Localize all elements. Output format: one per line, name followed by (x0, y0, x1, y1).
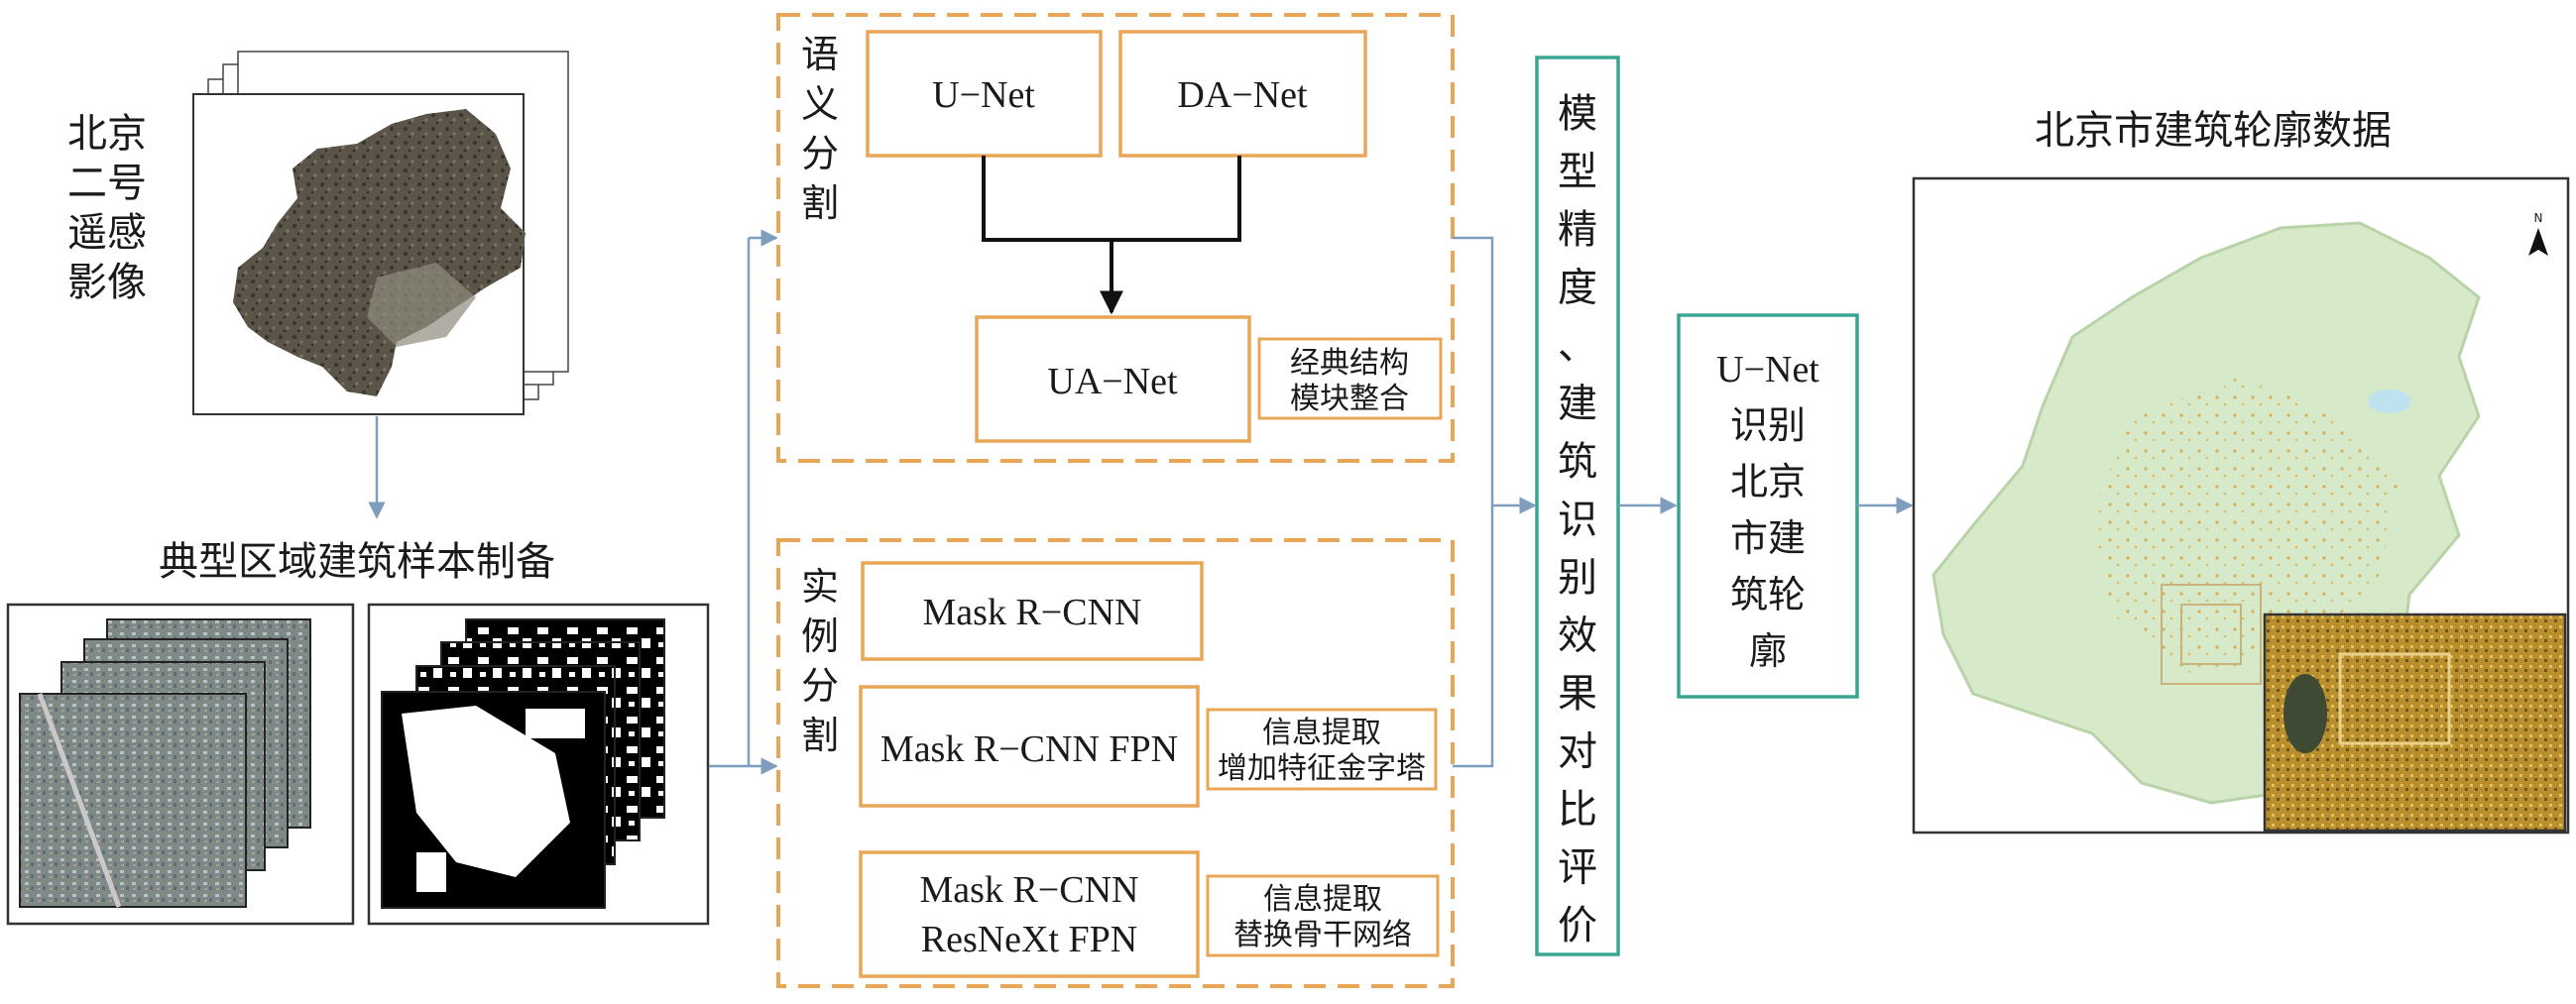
mask-rcnn-resnext-box: Mask R−CNN ResNeXt FPN (859, 850, 1200, 978)
svg-text:Mask R−CNN: Mask R−CNN (920, 869, 1139, 911)
building-mask (416, 852, 446, 892)
svg-text:增加特征金字塔: 增加特征金字塔 (1218, 752, 1426, 785)
svg-text:信息提取: 信息提取 (1262, 717, 1381, 749)
recognition-line: 市建 (1730, 518, 1806, 560)
svg-text:Mask R−CNN: Mask R−CNN (923, 592, 1142, 633)
mask-rcnn-box: Mask R−CNN (861, 561, 1204, 661)
evaluation-box (1535, 56, 1620, 956)
evaluation-char: 模 (1558, 91, 1597, 136)
recognition-line: 识别 (1730, 405, 1806, 447)
evaluation-char: 度 (1558, 266, 1597, 310)
reservoir (2368, 390, 2411, 413)
evaluation-char: 建 (1558, 382, 1597, 426)
connector-to-eval (1453, 236, 1494, 768)
fpn-note: 信息提取 增加特征金字塔 (1206, 708, 1438, 791)
instance-group-label: 实 例 分 割 (801, 567, 849, 757)
input-label: 北京 二号 遥感 影像 (67, 111, 157, 304)
evaluation-char: 比 (1558, 787, 1597, 832)
building-distribution (2092, 377, 2400, 674)
evaluation-char: 、 (1558, 323, 1597, 368)
evaluation-char: 对 (1558, 729, 1597, 774)
recognition-line: 北京 (1730, 462, 1806, 503)
sample-tile-front (19, 693, 247, 908)
evaluation-char: 评 (1558, 845, 1597, 890)
svg-text:UA−Net: UA−Net (1047, 361, 1178, 402)
ring-road (2161, 584, 2262, 685)
evaluation-char: 别 (1558, 555, 1597, 600)
semantic-group-label: 语 义 分 割 (801, 35, 849, 225)
uanet-box: UA−Net (975, 315, 1251, 443)
evaluation-char: 筑 (1558, 439, 1597, 484)
svg-text:替换骨干网络: 替换骨干网络 (1233, 919, 1412, 951)
svg-text:信息提取: 信息提取 (1263, 883, 1382, 916)
urban-area-shade (367, 263, 476, 347)
recognition-line: 筑轮 (1730, 575, 1806, 616)
inset-lake (2283, 674, 2327, 753)
svg-text:ResNeXt FPN: ResNeXt FPN (921, 919, 1138, 960)
recognition-line: 廓 (1749, 631, 1787, 673)
inset-detail (2338, 652, 2451, 745)
sample-box-labels (367, 603, 710, 926)
svg-text:DA−Net: DA−Net (1177, 74, 1308, 116)
output-map: N (1912, 176, 2570, 835)
recognition-line: U−Net (1716, 349, 1819, 390)
beijing-satellite-image (233, 109, 526, 396)
unet-box: U−Net (866, 30, 1103, 158)
mask-rcnn-fpn-box: Mask R−CNN FPN (859, 685, 1200, 808)
svg-text:Mask R−CNN FPN: Mask R−CNN FPN (880, 728, 1178, 770)
sample-box-imagery (6, 603, 355, 926)
uanet-note: 经典结构 模块整合 (1257, 337, 1443, 420)
svg-text:U−Net: U−Net (932, 74, 1035, 116)
building-mask (526, 709, 585, 738)
svg-text:模块整合: 模块整合 (1290, 383, 1409, 415)
danet-box: DA−Net (1118, 30, 1367, 158)
svg-text:N: N (2534, 211, 2543, 225)
output-title: 北京市建筑轮廓数据 (2035, 108, 2392, 153)
evaluation-char: 果 (1558, 671, 1597, 716)
ring-road (2180, 604, 2242, 665)
evaluation-char: 精 (1558, 207, 1597, 252)
road (37, 693, 122, 908)
merge-connector (982, 156, 1241, 242)
resnext-note: 信息提取 替换骨干网络 (1206, 874, 1440, 957)
evaluation-char: 型 (1558, 150, 1597, 194)
svg-text:经典结构: 经典结构 (1290, 347, 1409, 380)
samples-title: 典型区域建筑样本制备 (159, 539, 555, 584)
input-image-stack (192, 51, 569, 415)
evaluation-char: 识 (1558, 498, 1597, 542)
instance-segmentation-group (776, 538, 1455, 988)
north-arrow-icon: N (2528, 211, 2548, 256)
recognition-box (1677, 313, 1859, 699)
evaluation-char: 价 (1558, 903, 1597, 948)
building-mask (402, 706, 570, 877)
evaluation-char: 效 (1558, 614, 1597, 658)
